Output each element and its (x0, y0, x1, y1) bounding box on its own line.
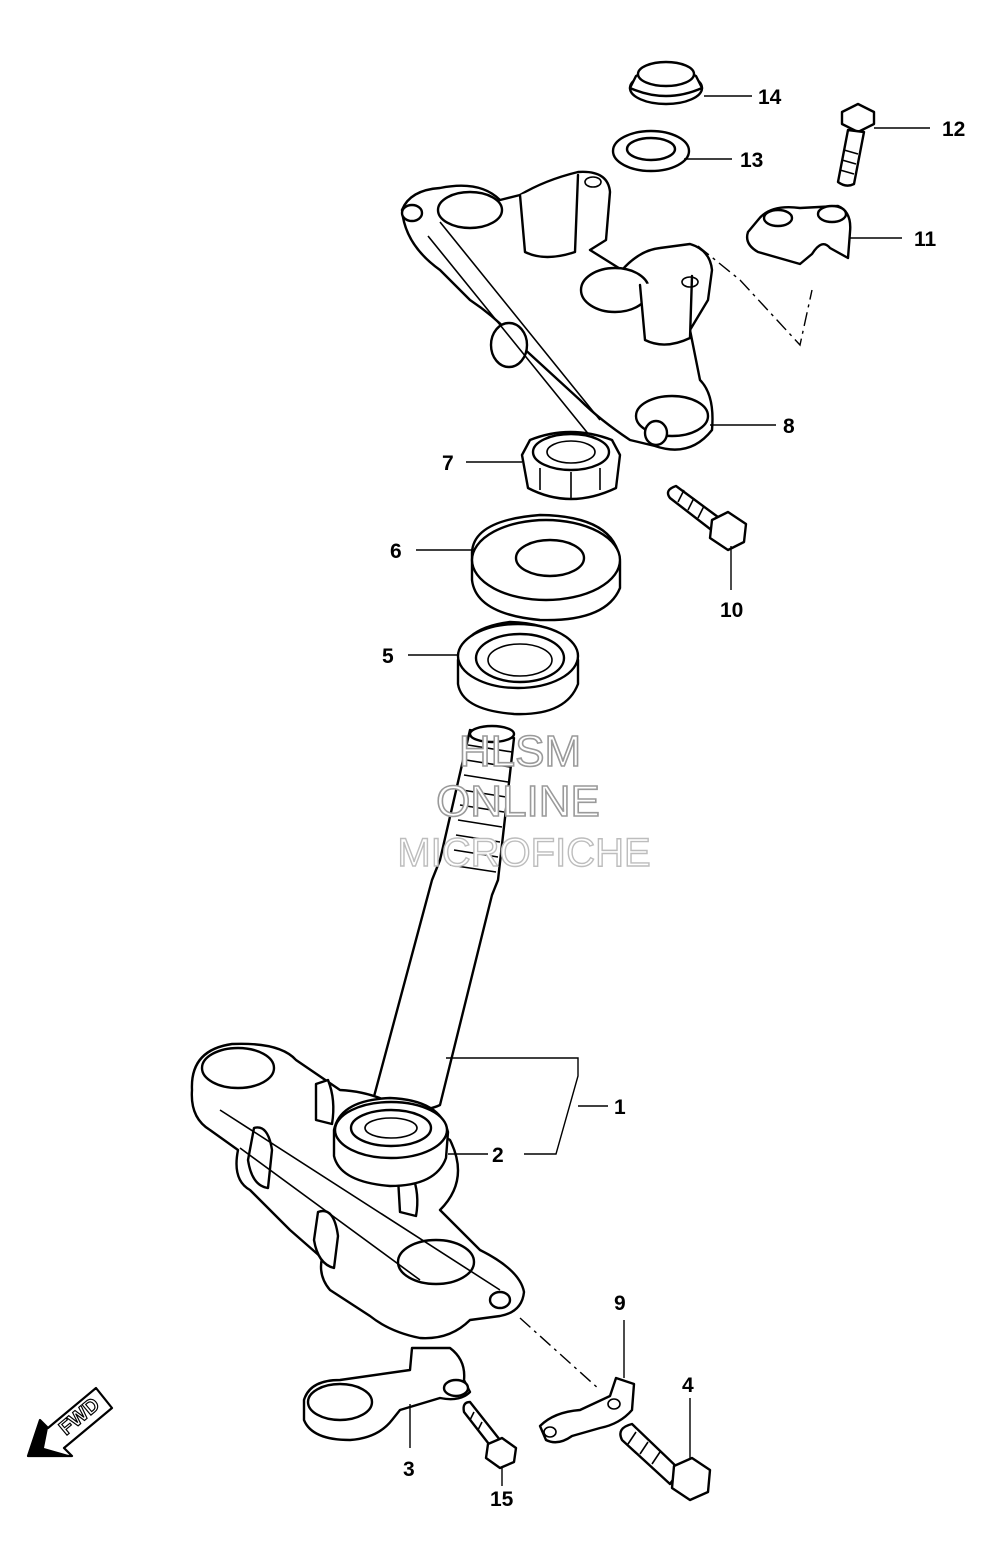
part-8-upper-bracket[interactable] (400, 170, 714, 451)
callout-9: 9 (614, 1292, 626, 1315)
part-9-bracket-plate[interactable] (538, 1376, 636, 1444)
callout-13: 13 (740, 149, 763, 172)
callout-14: 14 (758, 86, 782, 109)
callout-6: 6 (390, 540, 402, 563)
callout-7: 7 (442, 452, 454, 475)
part-13-washer[interactable] (611, 129, 691, 173)
callout-3: 3 (403, 1458, 415, 1481)
leader-lines (408, 95, 930, 1486)
callout-1: 1 (614, 1096, 626, 1119)
callout-10: 10 (720, 599, 743, 622)
part-3-clamp[interactable] (302, 1346, 472, 1442)
part-2-lower-bearing[interactable] (332, 1096, 450, 1188)
forward-arrow-icon: FWD (26, 1386, 114, 1458)
watermark-line-2: ONLINE (436, 777, 600, 826)
callout-5: 5 (382, 645, 394, 668)
part-6-dust-seal[interactable] (470, 513, 622, 622)
watermark-line-1: HLSM (459, 727, 581, 776)
callout-15: 15 (490, 1488, 514, 1511)
watermark: HLSM ONLINE MICROFICHE (397, 726, 652, 876)
callout-2: 2 (492, 1144, 504, 1167)
callout-8: 8 (783, 415, 795, 438)
part-12-bolt[interactable] (836, 102, 876, 187)
part-14-cap[interactable] (628, 60, 704, 106)
watermark-line-3: MICROFICHE (397, 831, 650, 875)
part-10-bolt[interactable] (666, 484, 748, 552)
callout-12: 12 (942, 118, 965, 141)
callout-4: 4 (682, 1374, 694, 1397)
part-15-bolt[interactable] (462, 1400, 518, 1470)
part-7-castle-nut[interactable] (520, 430, 622, 501)
part-5-bearing[interactable] (456, 620, 580, 716)
part-4-bolt[interactable] (619, 1422, 712, 1502)
callout-labels: 14 13 12 11 8 7 6 10 5 1 2 9 4 3 15 (382, 86, 965, 1511)
part-11-handlebar-holder[interactable] (745, 204, 852, 266)
callout-11: 11 (914, 228, 937, 251)
